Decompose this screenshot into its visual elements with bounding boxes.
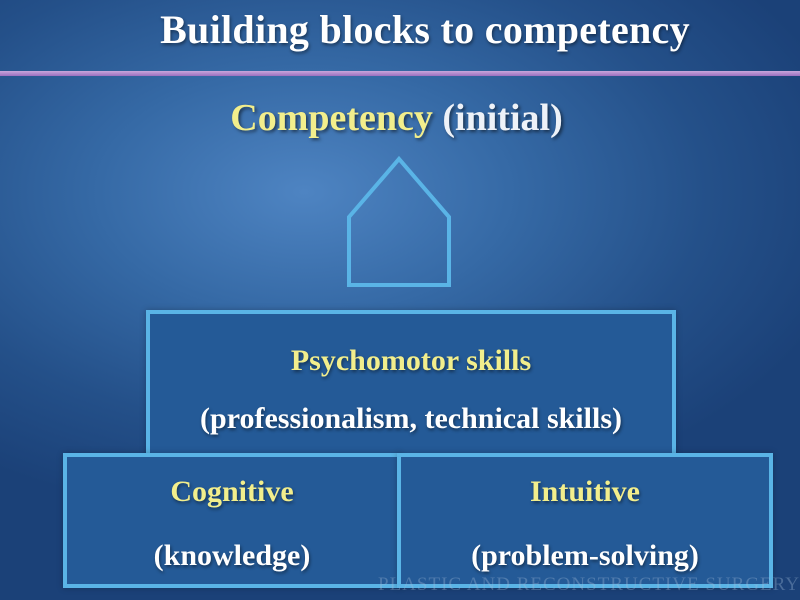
slide-title: Building blocks to competency	[160, 7, 690, 52]
watermark-text: PLASTIC AND RECONSTRUCTIVE SURGERY	[378, 574, 800, 595]
title-divider	[0, 71, 800, 76]
psychomotor-description: (professionalism, technical skills)	[200, 402, 622, 435]
apex-sub-label: (initial)	[442, 97, 563, 139]
intuitive-block: Intuitive (problem-solving)	[397, 453, 773, 588]
intuitive-label: Intuitive	[529, 475, 640, 508]
intuitive-description: (problem-solving)	[471, 539, 699, 572]
cognitive-block: Cognitive (knowledge)	[63, 453, 401, 588]
psychomotor-block: Psychomotor skills (professionalism, tec…	[146, 310, 676, 457]
house-icon	[347, 155, 451, 287]
psychomotor-label: Psychomotor skills	[290, 344, 532, 377]
cognitive-label: Cognitive	[170, 475, 294, 508]
apex-title: Competency (initial)	[0, 96, 793, 140]
cognitive-description: (knowledge)	[153, 539, 311, 572]
apex-main-label: Competency	[230, 97, 433, 139]
